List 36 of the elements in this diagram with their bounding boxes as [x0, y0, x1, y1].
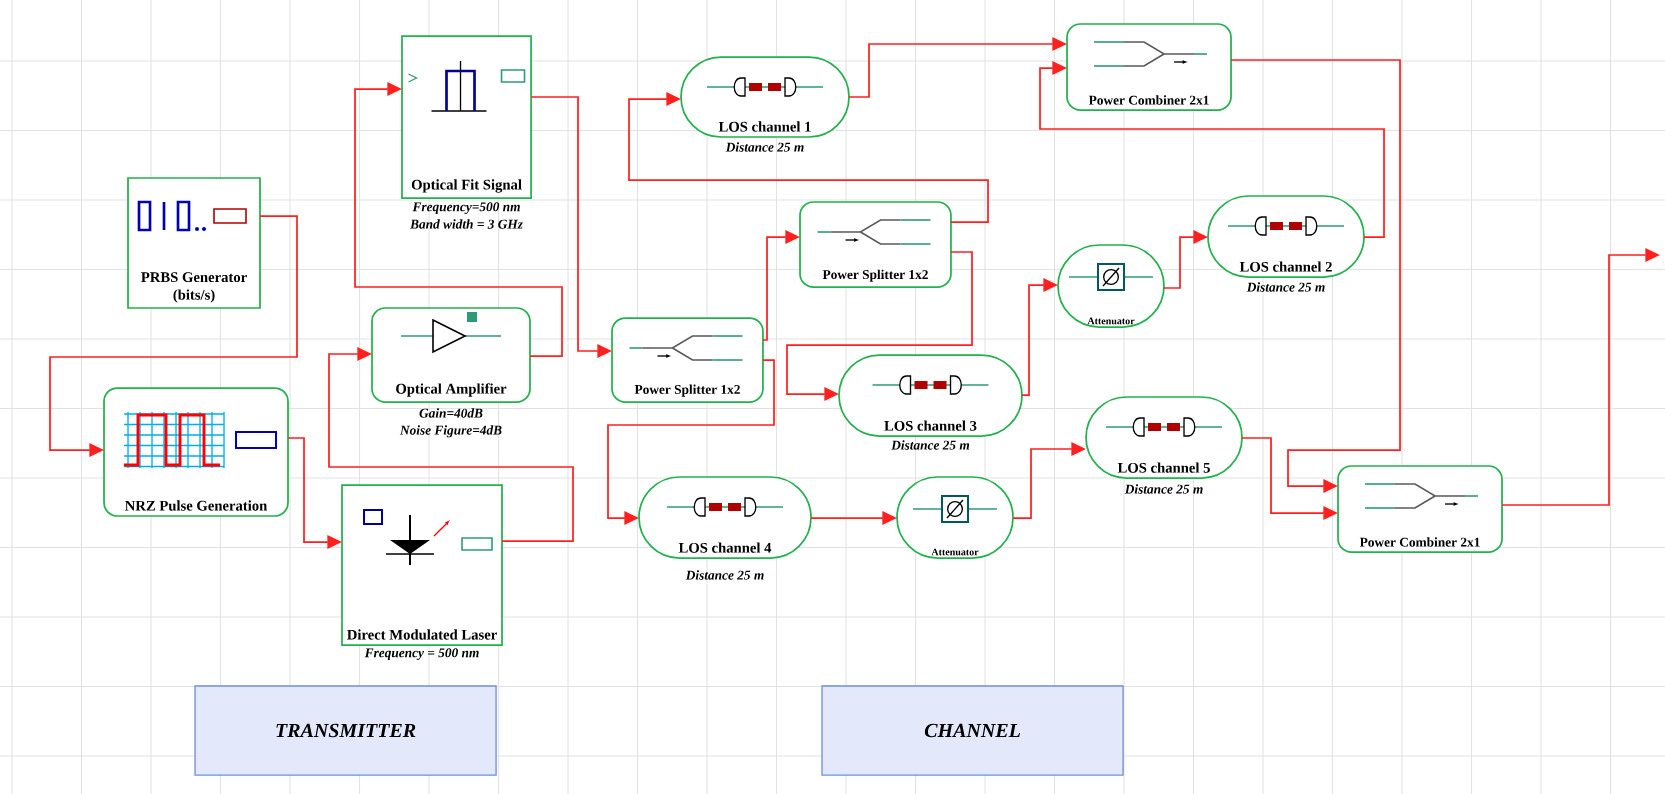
section-box: CHANNEL [821, 685, 1124, 776]
component-box: Optical Amplifier [371, 307, 531, 403]
parameter-label: Distance 25 m [891, 440, 970, 450]
arrow [1039, 61, 1385, 238]
component-box: Direct Modulated Laser [341, 484, 503, 646]
channel-box: LOS channel 2 [1207, 195, 1365, 278]
arrow [328, 347, 574, 542]
arrow [786, 251, 973, 401]
parameter-label: Distance 25 m [1124, 484, 1203, 494]
component-box: Power Combiner 2x1 [1337, 465, 1503, 553]
parameter-label: Noise Figure=4dB [399, 425, 502, 438]
component-box: Power Combiner 2x1 [1066, 23, 1232, 111]
channel-box: Attenuator [896, 476, 1014, 559]
channel-box: LOS channel 4 [638, 476, 812, 559]
parameter-label: Frequency = 500 nm [364, 648, 479, 661]
parameter-label: Frequency=500 nm [412, 202, 520, 215]
channel-box: LOS channel 5 [1085, 396, 1243, 479]
component-box: Power Splitter 1x2 [611, 317, 764, 403]
component-box: Optical Fit Signal [401, 35, 532, 199]
component-box: PRBS Generator (bits/s) [127, 177, 261, 309]
arrow [1230, 59, 1401, 493]
parameter-label: Gain=40dB [419, 408, 483, 418]
channel-box: LOS channel 1 [680, 56, 850, 138]
parameter-label: Distance 25 m [685, 570, 764, 580]
channel-box: Attenuator [1057, 244, 1165, 328]
section-box: TRANSMITTER [194, 685, 497, 776]
arrow [607, 359, 775, 525]
parameter-label: Distance 25 m [725, 142, 804, 152]
component-box: Power Splitter 1x2 [799, 201, 952, 288]
parameter-label: Distance 25 m [1246, 282, 1325, 292]
arrow [49, 215, 298, 457]
arrow [628, 92, 989, 223]
component-box: NRZ Pulse Generation [103, 387, 289, 517]
arrow [354, 82, 563, 357]
parameter-label: Band width = 3 GHz [410, 219, 523, 229]
channel-box: LOS channel 3 [838, 354, 1023, 437]
